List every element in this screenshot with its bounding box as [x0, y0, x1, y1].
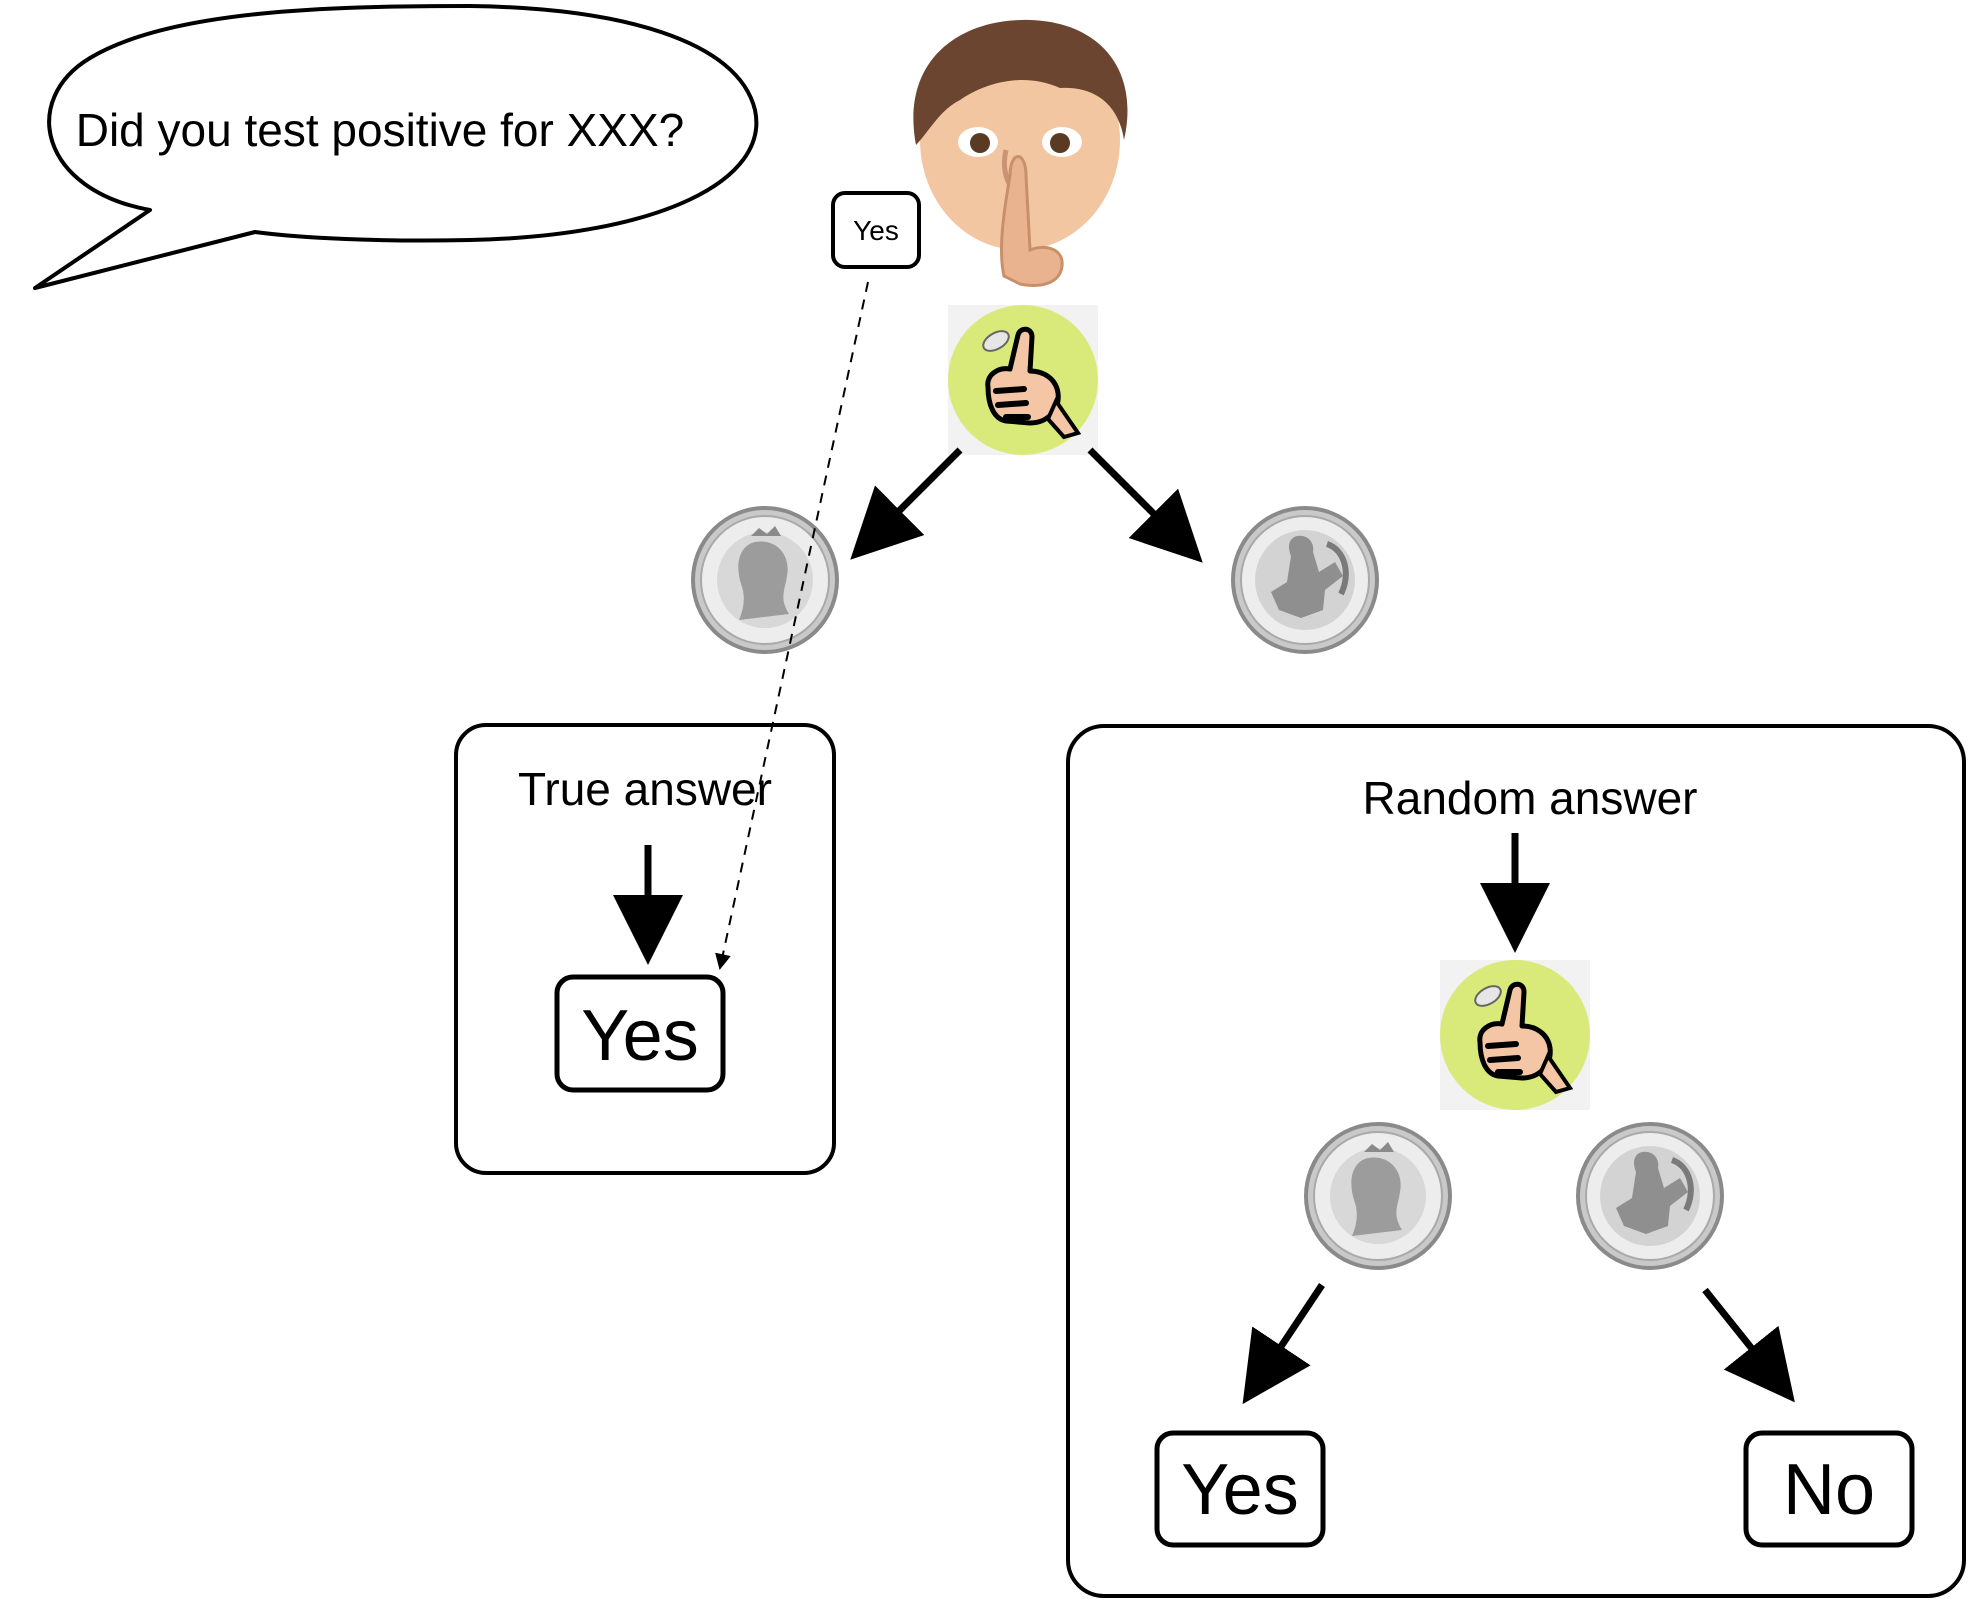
coin-tails-icon: [1233, 508, 1377, 652]
arrow-to-tails: [1087, 447, 1203, 563]
true-answer-title: True answer: [518, 763, 772, 815]
true-answer-value: Yes: [581, 996, 698, 1076]
random-answer-title: Random answer: [1363, 772, 1698, 824]
true-answer-panel: True answer Yes: [454, 723, 836, 1175]
coin-flip-hand-icon-2: [1440, 960, 1590, 1110]
speech-bubble: Did you test positive for XXX?: [33, 4, 759, 290]
shushing-person-icon: [913, 19, 1128, 287]
coin-heads-icon-2: [1304, 1122, 1452, 1270]
random-yes-value: Yes: [1181, 1450, 1298, 1530]
arrow-to-heads: [850, 447, 963, 560]
respondent-answer-box: Yes: [831, 191, 921, 269]
dashed-answer-link: [715, 281, 869, 970]
random-answer-panel: Random answer Yes No: [1066, 724, 1966, 1598]
random-no-value: No: [1783, 1450, 1875, 1530]
question-text: Did you test positive for XXX?: [76, 104, 685, 156]
respondent-answer-text: Yes: [853, 215, 899, 246]
coin-flip-hand-icon: [948, 305, 1098, 455]
arrow-to-random-yes: [1242, 1283, 1325, 1405]
coin-tails-icon-2: [1578, 1124, 1722, 1268]
arrow-to-random-no: [1702, 1287, 1795, 1403]
